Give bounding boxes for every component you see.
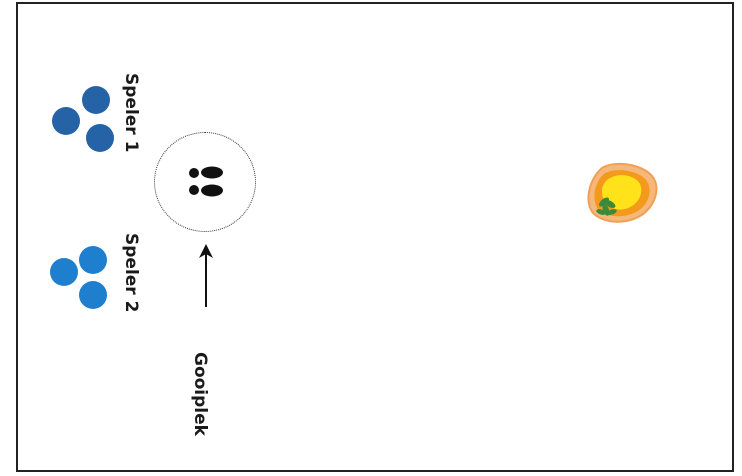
throw-spot-label: Gooiplek: [190, 352, 210, 436]
player1-ball: [82, 86, 110, 114]
player2-ball: [79, 246, 107, 274]
throw-circle: [154, 132, 256, 232]
player2-ball: [79, 281, 107, 309]
player2-ball: [50, 258, 78, 286]
player2-label: Speler 2: [121, 233, 141, 313]
arrow-up-icon: [199, 244, 213, 307]
target-icon: [587, 162, 658, 223]
player1-label: Speler 1: [121, 73, 141, 153]
leaf-icon: [596, 197, 617, 216]
player1-ball: [52, 107, 80, 135]
playing-field: [16, 2, 734, 472]
player1-ball: [86, 124, 114, 152]
footprints-icon: [189, 166, 223, 197]
